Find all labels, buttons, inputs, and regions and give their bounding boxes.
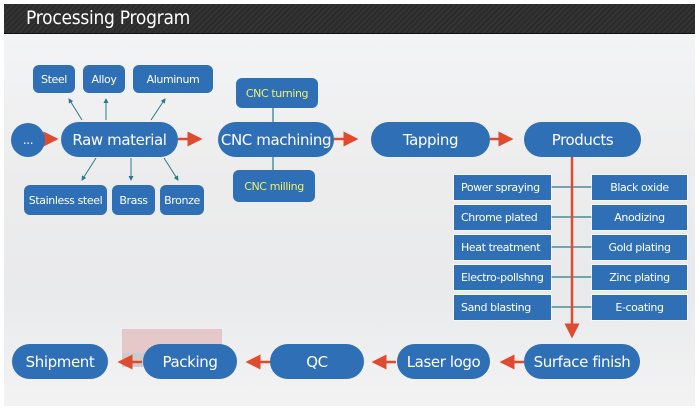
raw-material-branch-arrows [68, 98, 179, 181]
cnc-turning-node: CNC turning [236, 78, 318, 108]
shipment-node: Shipment [12, 344, 108, 379]
flow-arrows [43, 131, 580, 370]
raw-material-node: Raw material [61, 122, 178, 157]
surface-option: Sand blasting [454, 295, 551, 320]
surface-finish-node: Surface finish [524, 344, 640, 379]
surface-option: E-coating [592, 295, 687, 320]
arrow-to-bronze [163, 157, 179, 181]
steel-node: Steel [33, 65, 75, 93]
surface-option: Power spraying [454, 175, 551, 200]
packing-node: Packing [143, 344, 237, 379]
surface-option: Black oxide [592, 175, 687, 200]
arrow-to-stainless-steel [81, 157, 97, 181]
arrow-to-aluminum [150, 98, 166, 121]
page-title: Processing Program [26, 7, 191, 29]
bronze-node: Bronze [160, 185, 204, 215]
stainless-steel-node: Stainless steel [24, 185, 107, 215]
surface-option: Zinc plating [592, 265, 687, 290]
aluminum-node: Aluminum [133, 65, 213, 93]
header-bar: Processing Program [4, 4, 695, 34]
alloy-node: Alloy [83, 65, 125, 93]
surface-option: Heat treatment [454, 235, 551, 260]
surface-option: Chrome plated [454, 205, 551, 230]
brass-node: Brass [112, 185, 155, 215]
tapping-node: Tapping [371, 122, 490, 157]
surface-option: Anodizing [592, 205, 687, 230]
qc-node: QC [270, 344, 364, 379]
cnc-milling-node: CNC milling [233, 170, 315, 202]
products-node: Products [524, 122, 641, 157]
laser-logo-node: Laser logo [397, 344, 490, 379]
surface-option: Electro-pollshng [454, 265, 551, 290]
start-node: ... [11, 123, 45, 157]
arrow-to-steel [68, 98, 83, 121]
cnc-machining-node: CNC machining [218, 122, 334, 157]
surface-option: Gold plating [592, 235, 687, 260]
